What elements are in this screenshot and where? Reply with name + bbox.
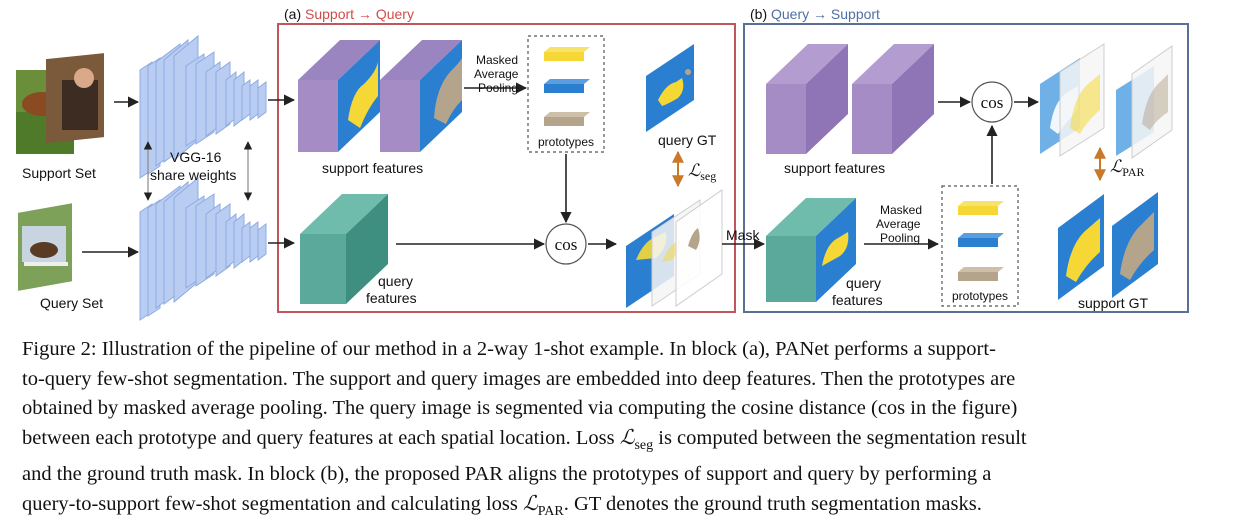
support-prediction-stack-1	[1040, 43, 1105, 157]
support-feature-cube-2	[380, 40, 462, 152]
support-set-label: Support Set	[22, 165, 96, 181]
masked-pooling-b-line2: Average	[876, 217, 921, 231]
query-set-image	[18, 203, 72, 291]
cos-node-b	[971, 81, 1013, 123]
support-gt-mask-1	[1058, 194, 1104, 300]
support-features-label-b: support features	[784, 160, 885, 176]
vgg-label-line2: share weights	[150, 167, 236, 183]
caption-line-4-a: between each prototype and query feature…	[22, 426, 620, 449]
caption-line-2: to-query few-shot segmentation. The supp…	[22, 367, 1016, 390]
vgg-label-line1: VGG-16	[170, 149, 222, 165]
prototype-blue-a	[544, 79, 590, 93]
caption-line-5: and the ground truth mask. In block (b),…	[22, 463, 992, 486]
figure-caption: Figure 2: Illustration of the pipeline o…	[22, 335, 1222, 526]
vgg-encoder-top	[139, 34, 267, 179]
caption-loss-seg-sub: seg	[634, 437, 654, 453]
query-set-label: Query Set	[40, 295, 103, 311]
prototypes-label-b: prototypes	[952, 289, 1008, 303]
caption-line-6-b: . GT denotes the ground truth segmentati…	[563, 492, 982, 515]
masked-pooling-b-line3: Pooling	[880, 231, 920, 245]
query-gt-mask	[646, 44, 694, 132]
support-gt-label: support GT	[1078, 295, 1148, 311]
query-feature-cube-a	[300, 194, 388, 304]
loss-seg-label: ℒseg	[688, 161, 716, 183]
cos-label-b: cos	[981, 93, 1004, 112]
loss-par-label: ℒPAR	[1110, 157, 1145, 179]
prototype-yellow-b	[958, 201, 1004, 215]
support-gt-mask-2	[1112, 192, 1158, 298]
masked-pooling-a-line1: Masked	[476, 53, 518, 67]
masked-pooling-a-line2: Average	[474, 67, 519, 81]
caption-loss-par-symbol: ℒ	[523, 492, 538, 515]
cos-label-a: cos	[555, 235, 578, 254]
cos-node-a	[545, 223, 587, 265]
prototypes-box-a	[527, 35, 605, 153]
segmentation-prediction-stack	[626, 189, 723, 308]
prototype-yellow-a	[544, 47, 590, 61]
caption-line-3: obtained by masked average pooling. The …	[22, 397, 1018, 419]
support-feature-cube-b2	[852, 44, 934, 154]
block-b-frame	[743, 23, 1189, 313]
support-feature-cube-b1	[766, 44, 848, 154]
caption-loss-seg-symbol: ℒ	[619, 426, 635, 449]
masked-pooling-a-line3: Pooling	[478, 81, 518, 95]
support-prediction-stack-2	[1116, 45, 1173, 159]
query-features-label-b-line2: features	[832, 292, 883, 308]
query-gt-label: query GT	[658, 132, 717, 148]
mask-label: Mask	[726, 227, 760, 243]
pipeline-diagram: (a) Support → Query (b) Query → Support …	[16, 6, 1189, 321]
query-features-label-a-line1: query	[378, 273, 413, 289]
vgg-encoder-bottom	[139, 176, 267, 321]
block-a-title: (a) Support → Query	[284, 6, 414, 22]
masked-pooling-b-line1: Masked	[880, 203, 922, 217]
caption-line-6-a: query-to-support few-shot segmentation a…	[22, 492, 523, 515]
query-features-label-b-line1: query	[846, 275, 881, 291]
prototype-blue-b	[958, 233, 1004, 247]
block-a-frame	[277, 23, 736, 313]
support-feature-cube-1	[298, 40, 380, 152]
prototypes-label-a: prototypes	[538, 135, 594, 149]
caption-loss-par-sub: PAR	[537, 503, 564, 519]
caption-line-1: Figure 2: Illustration of the pipeline o…	[22, 338, 996, 360]
query-feature-cube-b	[766, 198, 856, 302]
caption-line-4: between each prototype and query feature…	[22, 424, 1222, 461]
support-features-label-a: support features	[322, 160, 423, 176]
caption-line-4-b: is computed between the segmentation res…	[653, 426, 1027, 449]
support-set-images	[16, 53, 104, 154]
block-b-title: (b) Query → Support	[750, 6, 880, 22]
prototype-tan-b	[958, 267, 1004, 281]
query-features-label-a-line2: features	[366, 290, 417, 306]
prototype-tan-a	[544, 112, 590, 126]
prototypes-box-b	[941, 185, 1019, 307]
caption-line-6: query-to-support few-shot segmentation a…	[22, 490, 1222, 526]
